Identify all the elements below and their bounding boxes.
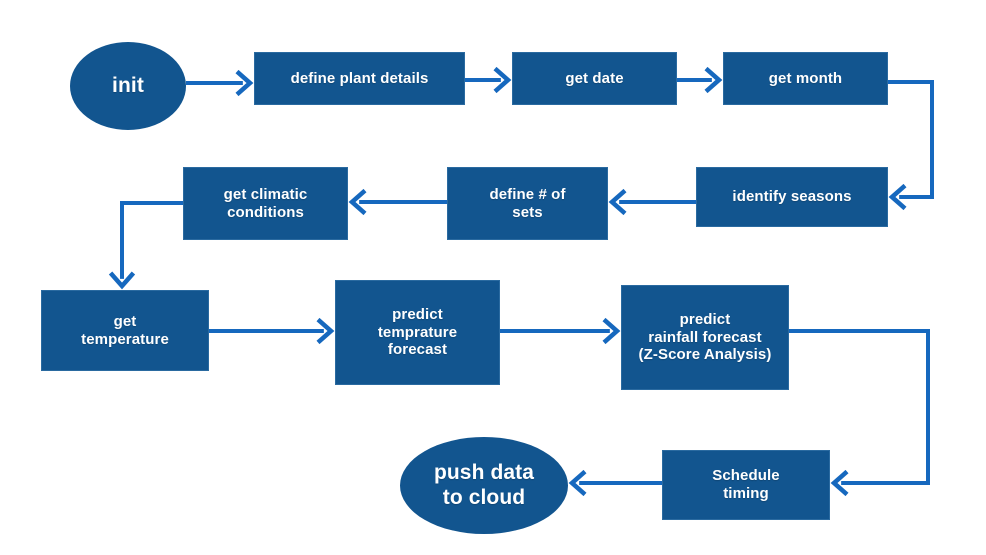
flow-node-predict_temperature_forecast[interactable]: predict temprature forecast: [335, 280, 500, 385]
flow-node-push_data_to_cloud[interactable]: push data to cloud: [400, 437, 568, 534]
flow-edge-e2: [465, 66, 512, 94]
flow-node-label-get_temperature: get temperature: [81, 312, 169, 348]
flow-node-label-define_num_sets: define # of sets: [489, 185, 566, 221]
flow-edge-e6: [348, 188, 447, 216]
flow-node-label-identify_seasons: identify seasons: [732, 188, 852, 206]
flow-edge-e11: [568, 469, 662, 497]
flow-node-identify_seasons[interactable]: identify seasons: [696, 167, 888, 227]
flow-node-predict_rainfall_forecast[interactable]: predict rainfall forecast (Z-Score Analy…: [621, 285, 789, 390]
flow-node-label-define_plant_details: define plant details: [290, 69, 429, 87]
flow-edge-e1: [186, 69, 254, 97]
flow-edge-e4: [888, 80, 934, 211]
flow-edge-e5: [608, 188, 696, 216]
flow-edge-e8: [209, 317, 335, 345]
flow-node-get_date[interactable]: get date: [512, 52, 677, 105]
flow-node-label-schedule_timing: Schedule timing: [712, 467, 780, 502]
flow-node-define_num_sets[interactable]: define # of sets: [447, 167, 608, 240]
flow-node-schedule_timing[interactable]: Schedule timing: [662, 450, 830, 520]
flow-node-label-push_data_to_cloud: push data to cloud: [433, 460, 535, 509]
flow-node-label-predict_rainfall_forecast: predict rainfall forecast (Z-Score Analy…: [638, 310, 772, 364]
flow-node-define_plant_details[interactable]: define plant details: [254, 52, 465, 105]
flow-node-label-get_date: get date: [565, 69, 624, 87]
flow-node-label-init: init: [112, 73, 144, 97]
flow-node-label-get_climatic_conditions: get climatic conditions: [223, 185, 308, 221]
flow-edge-e9: [500, 317, 621, 345]
flow-node-get_climatic_conditions[interactable]: get climatic conditions: [183, 167, 348, 240]
flow-node-get_temperature[interactable]: get temperature: [41, 290, 209, 371]
flow-node-label-get_month: get month: [768, 69, 843, 87]
flow-edge-e3: [677, 66, 723, 94]
flow-node-get_month[interactable]: get month: [723, 52, 888, 105]
flow-node-label-predict_temperature_forecast: predict temprature forecast: [377, 305, 458, 359]
flow-edge-e7: [108, 201, 183, 290]
flow-node-init[interactable]: init: [70, 42, 186, 130]
